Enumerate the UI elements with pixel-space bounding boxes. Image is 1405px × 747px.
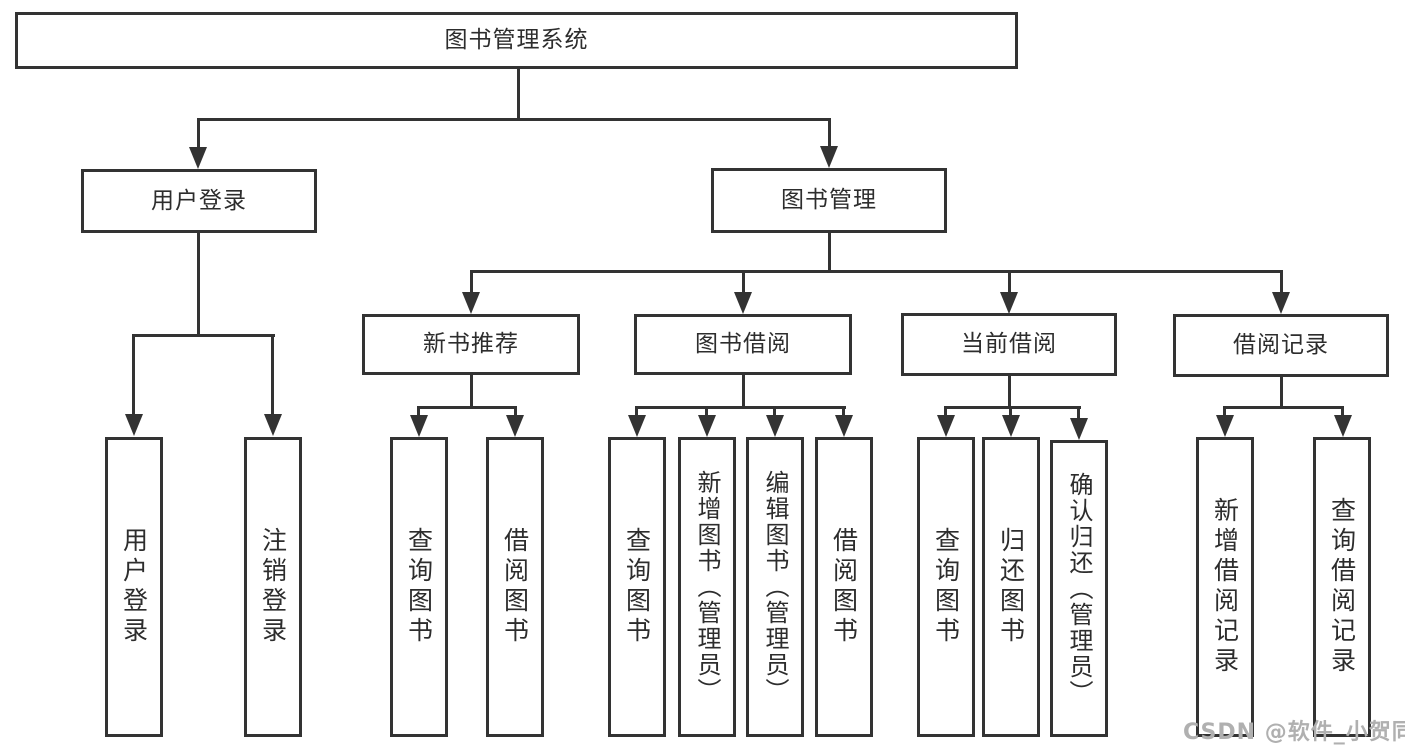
connector-recommend-drop <box>470 270 473 294</box>
connector-nr-query-drop <box>417 406 420 418</box>
node-book-borrow: 图书借阅 <box>634 314 852 375</box>
connector-cb-confirm-drop <box>1077 406 1080 418</box>
arrowhead-leaf-logout <box>264 414 282 436</box>
node-borrow-records: 借阅记录 <box>1173 314 1389 377</box>
connector-mgmt-hline <box>470 270 1283 273</box>
connector-bb-stub <box>742 375 745 408</box>
arrowhead-bb-edit <box>766 415 784 437</box>
connector-rec-hline <box>1223 406 1344 409</box>
connector-leaf-logout-drop <box>271 334 274 416</box>
connector-cb-return-drop <box>1009 406 1012 418</box>
connector-bookborrow-drop <box>742 270 745 294</box>
arrowhead-cb-query <box>937 415 955 437</box>
connector-rec-query-drop <box>1341 406 1344 418</box>
connector-current-drop <box>1008 270 1011 294</box>
leaf-borrow-query-book: 查询图书 <box>608 437 666 737</box>
connector-cb-hline <box>944 406 1081 409</box>
leaf-recommend-query-book: 查询图书 <box>390 437 448 737</box>
csdn-watermark: CSDN @软件_小贺同学 <box>1183 720 1405 745</box>
arrowhead-recommend <box>462 292 480 314</box>
leaf-current-query-book: 查询图书 <box>917 437 975 737</box>
leaf-borrow-borrow-book: 借阅图书 <box>815 437 873 737</box>
node-new-book-recommend: 新书推荐 <box>362 314 580 375</box>
arrowhead-leaf-login <box>125 414 143 436</box>
connector-leaf-login-drop <box>132 334 135 416</box>
connector-bb-borrow-drop <box>842 406 845 418</box>
connector-user-login-drop <box>197 118 200 150</box>
connector-login-hline <box>132 334 275 337</box>
leaf-records-query-record: 查询借阅记录 <box>1313 437 1371 737</box>
connector-rec-add-drop <box>1223 406 1226 418</box>
leaf-user-login: 用户登录 <box>105 437 163 737</box>
arrowhead-user-login <box>189 147 207 169</box>
node-root-library-system: 图书管理系统 <box>15 12 1018 69</box>
leaf-records-add-record: 新增借阅记录 <box>1196 437 1254 737</box>
connector-rec-stub <box>1280 377 1283 408</box>
arrowhead-rec-query <box>1334 415 1352 437</box>
connector-bb-query-drop <box>635 406 638 418</box>
leaf-current-confirm-return-admin: 确认归还（管理员） <box>1050 440 1108 737</box>
arrowhead-bb-add <box>698 415 716 437</box>
connector-recommend-hline <box>417 406 517 409</box>
connector-cb-query-drop <box>944 406 947 418</box>
connector-bb-add-drop <box>705 406 708 418</box>
leaf-logout: 注销登录 <box>244 437 302 737</box>
leaf-borrow-edit-book-admin: 编辑图书（管理员） <box>746 437 804 737</box>
node-book-management: 图书管理 <box>711 168 947 233</box>
connector-recommend-stub <box>470 375 473 408</box>
arrowhead-cb-confirm <box>1070 418 1088 440</box>
node-current-borrow: 当前借阅 <box>901 313 1117 376</box>
arrowhead-bookborrow <box>734 292 752 314</box>
connector-cb-stub <box>1008 376 1011 408</box>
connector-records-drop <box>1280 270 1283 294</box>
arrowhead-rec-add <box>1216 415 1234 437</box>
arrowhead-nr-query <box>410 415 428 437</box>
connector-mgmt-stub <box>828 233 831 272</box>
connector-bb-edit-drop <box>773 406 776 418</box>
arrowhead-bb-query <box>628 415 646 437</box>
arrowhead-current <box>1000 292 1018 314</box>
arrowhead-cb-return <box>1002 415 1020 437</box>
leaf-borrow-add-book-admin: 新增图书（管理员） <box>678 437 736 737</box>
arrowhead-nr-borrow <box>506 415 524 437</box>
connector-root-hline <box>197 118 831 121</box>
arrowhead-book-mgmt <box>820 146 838 168</box>
arrowhead-bb-borrow <box>835 415 853 437</box>
connector-bb-hline <box>635 406 846 409</box>
node-user-login: 用户登录 <box>81 169 317 233</box>
connector-login-stub <box>197 233 200 336</box>
connector-root-stub <box>517 69 520 120</box>
connector-book-mgmt-drop <box>828 118 831 149</box>
leaf-current-return-book: 归还图书 <box>982 437 1040 737</box>
leaf-recommend-borrow-book: 借阅图书 <box>486 437 544 737</box>
arrowhead-records <box>1272 292 1290 314</box>
connector-nr-borrow-drop <box>514 406 517 418</box>
